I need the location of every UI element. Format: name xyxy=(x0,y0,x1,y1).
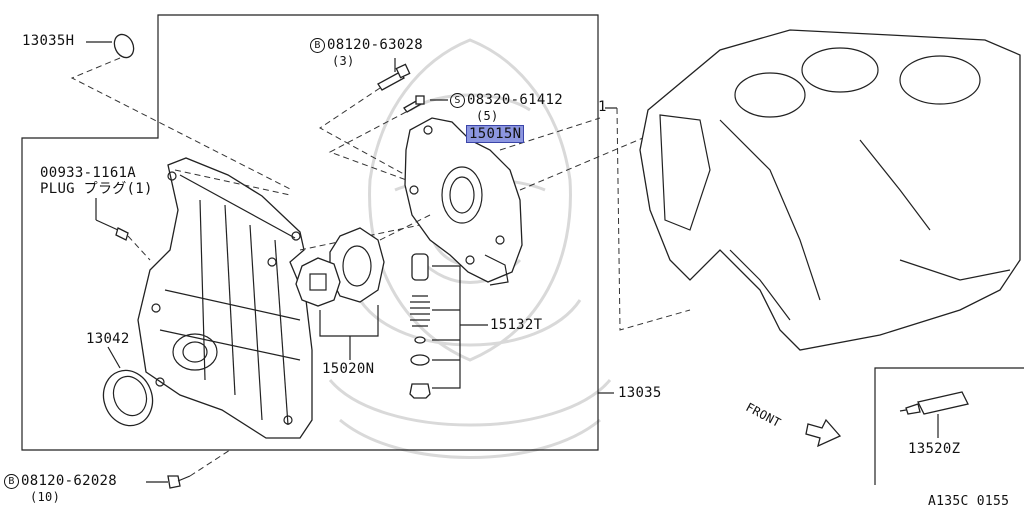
bolt-bottom-number: 08120-62028 xyxy=(21,473,118,489)
callout-13035h: 13035H xyxy=(22,33,75,49)
highlighted-part-number[interactable]: 15015N xyxy=(466,125,525,143)
diagram-id: A135C 0155 xyxy=(928,494,1010,509)
screw-qty: (5) xyxy=(476,109,499,123)
oil-pump-body xyxy=(379,117,523,286)
callout-leader-1: 1 xyxy=(598,99,607,115)
callout-plug-label: PLUG プラグ(1) xyxy=(40,181,153,197)
bolt-bottom-symbol: B xyxy=(4,474,19,489)
callout-13042: 13042 xyxy=(86,331,130,347)
screw-top xyxy=(328,95,448,186)
bolt-symbol: B xyxy=(310,38,325,53)
engine-leader xyxy=(499,107,691,331)
plug-13035h xyxy=(70,33,293,191)
engine-block xyxy=(639,29,1021,351)
callout-15020n: 15020N xyxy=(322,361,375,377)
bolt-top-qty: (3) xyxy=(332,54,355,68)
callout-15132t: 15132T xyxy=(490,317,543,333)
screw-number: 08320-61412 xyxy=(467,92,564,108)
oil-seal xyxy=(102,346,154,427)
bolt-bottom xyxy=(146,449,231,489)
screw-symbol: S xyxy=(450,93,465,108)
pump-gears xyxy=(295,227,385,360)
callout-15015n[interactable]: 15015N xyxy=(466,125,525,143)
bolt-bottom-qty: (10) xyxy=(30,490,61,504)
main-frame xyxy=(21,14,599,451)
front-arrow xyxy=(805,418,842,448)
plug-small xyxy=(95,198,151,261)
front-cover xyxy=(137,157,421,439)
callout-13035: 13035 xyxy=(618,385,662,401)
bolt-top-number: 08120-63028 xyxy=(327,37,424,53)
bolt-top xyxy=(319,58,461,206)
callout-plug-number: 00933-1161A xyxy=(40,165,137,181)
callout-13520z: 13520Z xyxy=(908,441,961,457)
relief-valve-parts xyxy=(409,253,488,399)
sealant-box xyxy=(874,367,1024,485)
